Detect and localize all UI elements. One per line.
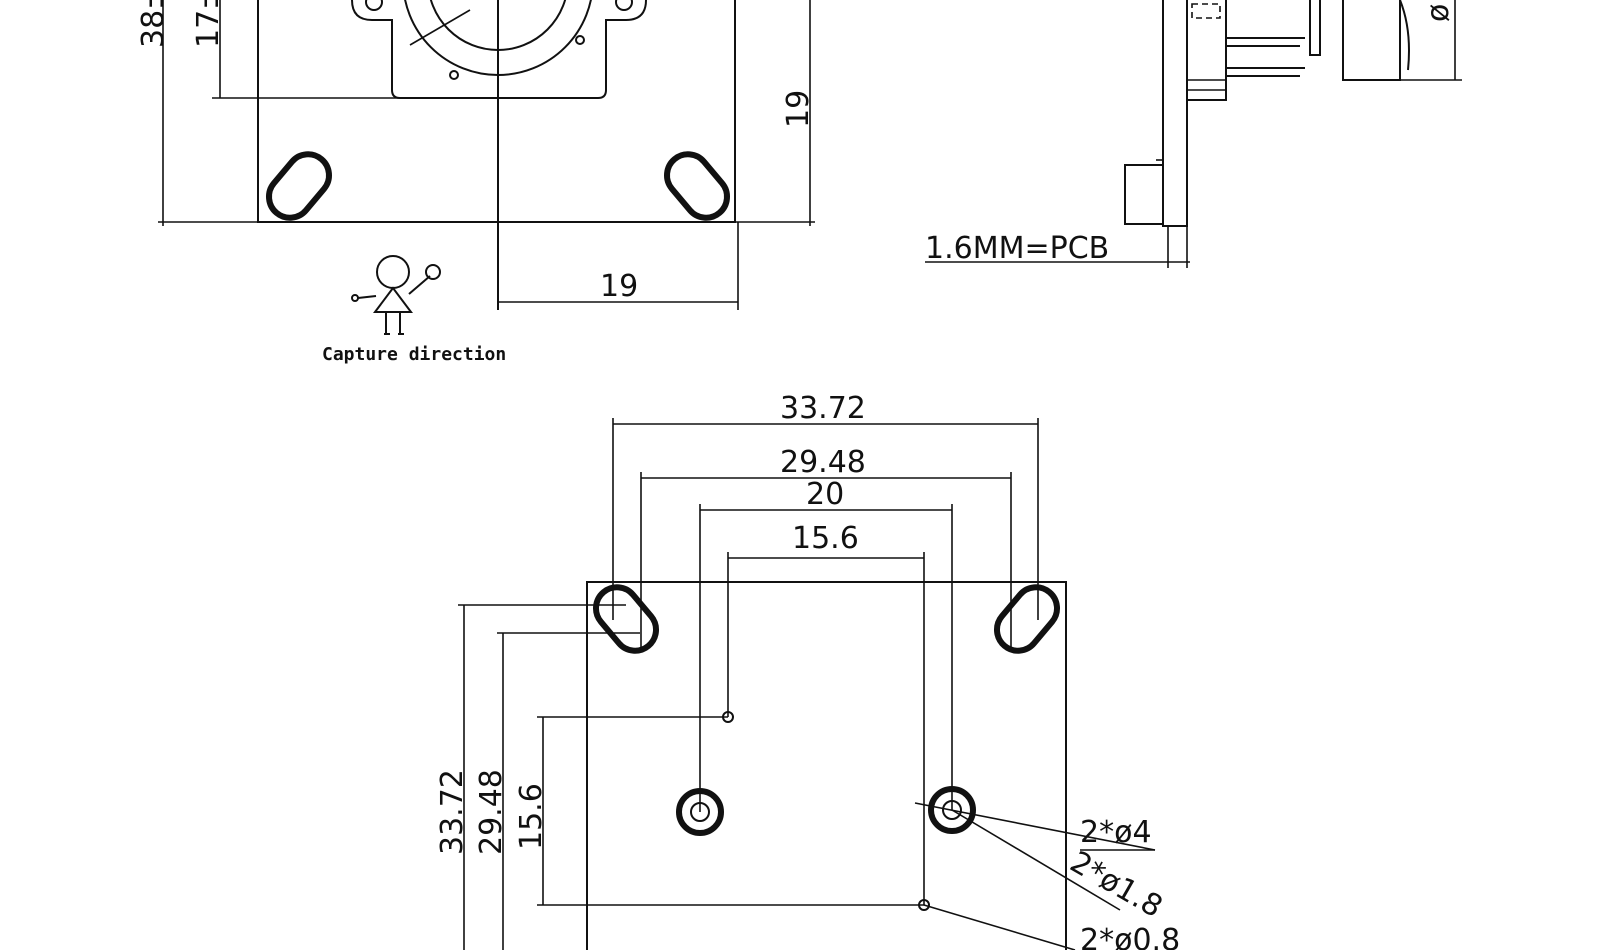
slot-hole-left: [266, 151, 332, 221]
width-15-6: 15.6: [792, 521, 859, 556]
bottom-view: 33.72 29.48 20 15.6 33.72 29.48 15.6 2*ø…: [435, 391, 1180, 950]
slot-hole-right: [664, 151, 730, 221]
width-label-bottom: 19: [600, 269, 638, 304]
capture-direction-figure: [351, 255, 441, 335]
lens-body: [1309, 0, 1321, 56]
top-left-view: 38± 17± 19 19 Capture direction: [136, 0, 816, 365]
board-outline-bottom: [586, 581, 1067, 950]
height-label-inner: 17±: [191, 0, 226, 48]
slot-hole-bottom-right: [994, 584, 1060, 654]
height-label-right: 19: [781, 90, 816, 128]
pcb-thickness-label: 1.6MM=PCB: [925, 231, 1109, 266]
width-29-48: 29.48: [780, 445, 866, 480]
width-20: 20: [806, 477, 844, 512]
connector-block: [1186, 0, 1227, 101]
lens-housing: [1342, 0, 1401, 81]
width-33-72: 33.72: [780, 391, 866, 426]
height-29-48: 29.48: [474, 769, 509, 855]
small-component: [1124, 164, 1164, 225]
height-33-72: 33.72: [435, 769, 470, 855]
callout-2x-d1-8: 2*ø1.8: [1064, 845, 1168, 925]
top-right-view: ø 1.6MM=PCB: [925, 0, 1462, 268]
height-15-6: 15.6: [514, 783, 549, 850]
board-outline: [257, 0, 736, 223]
slot-hole-bottom-left: [593, 584, 659, 654]
capture-direction-label: Capture direction: [322, 344, 506, 365]
callout-2x-d0-8: 2*ø0.8: [1080, 923, 1180, 950]
pcb-board: [1162, 0, 1188, 227]
callout-2x-d4: 2*ø4: [1080, 815, 1152, 850]
diameter-label: ø: [1421, 4, 1456, 22]
height-label-outer: 38±: [136, 0, 171, 48]
